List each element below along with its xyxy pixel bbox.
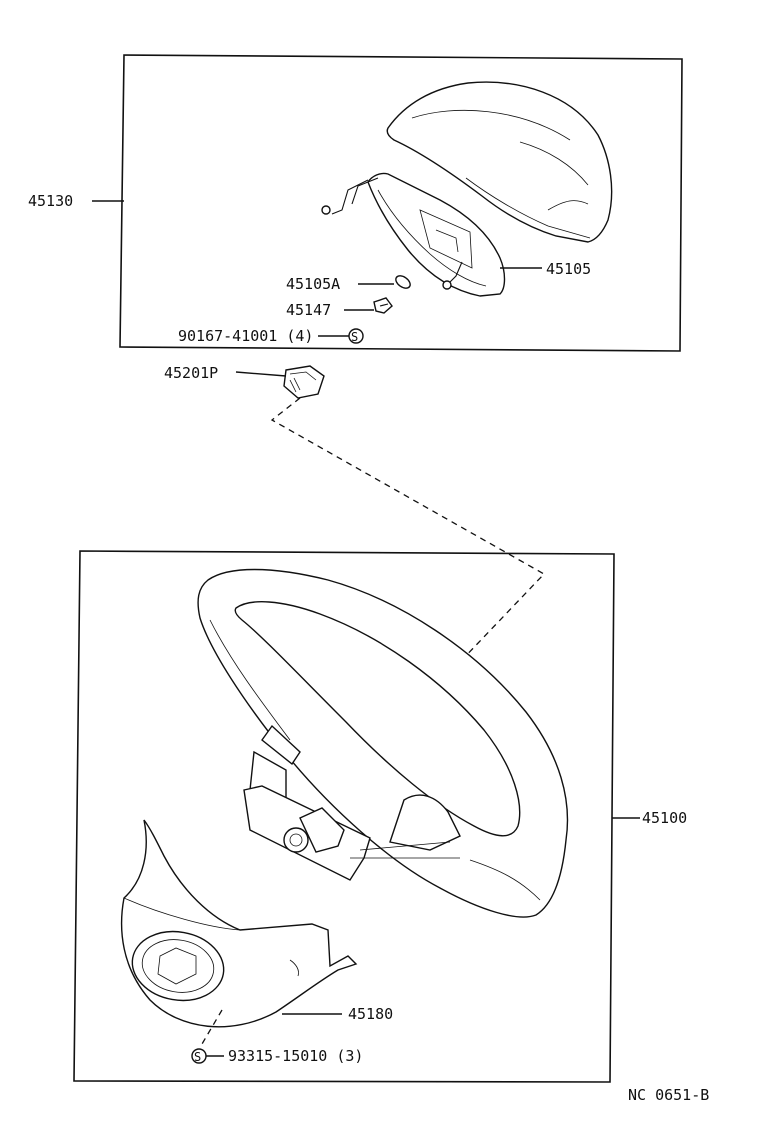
lower-group-box xyxy=(73,550,615,1083)
lower-cover-45180-drawing xyxy=(120,819,358,1028)
label-93315: 93315-15010 (3) xyxy=(228,1047,363,1065)
connector-45201P-drawing xyxy=(283,365,325,399)
horn-pad-cover-drawing xyxy=(386,81,613,243)
part-45105A-drawing xyxy=(395,275,411,289)
part-45147-drawing xyxy=(373,297,393,314)
horn-plate-drawing xyxy=(321,172,506,297)
symbol-s-lower: S xyxy=(191,1048,207,1064)
reference-code: NC 0651-B xyxy=(628,1086,709,1104)
symbol-s-upper: S xyxy=(348,328,364,344)
label-45147: 45147 xyxy=(286,301,331,319)
label-45180: 45180 xyxy=(348,1005,393,1023)
upper-group-box xyxy=(119,54,683,352)
label-45105A: 45105A xyxy=(286,275,340,293)
steering-wheel-drawing xyxy=(197,568,569,918)
label-45100: 45100 xyxy=(642,809,687,827)
svg-text:S: S xyxy=(194,1050,201,1064)
dashed-connection-line xyxy=(270,397,546,663)
label-45130: 45130 xyxy=(28,192,73,210)
label-45201P: 45201P xyxy=(164,364,218,382)
label-90167: 90167-41001 (4) xyxy=(178,327,313,345)
label-45105: 45105 xyxy=(546,260,591,278)
leader-45201P xyxy=(235,371,287,377)
svg-text:S: S xyxy=(351,330,358,344)
